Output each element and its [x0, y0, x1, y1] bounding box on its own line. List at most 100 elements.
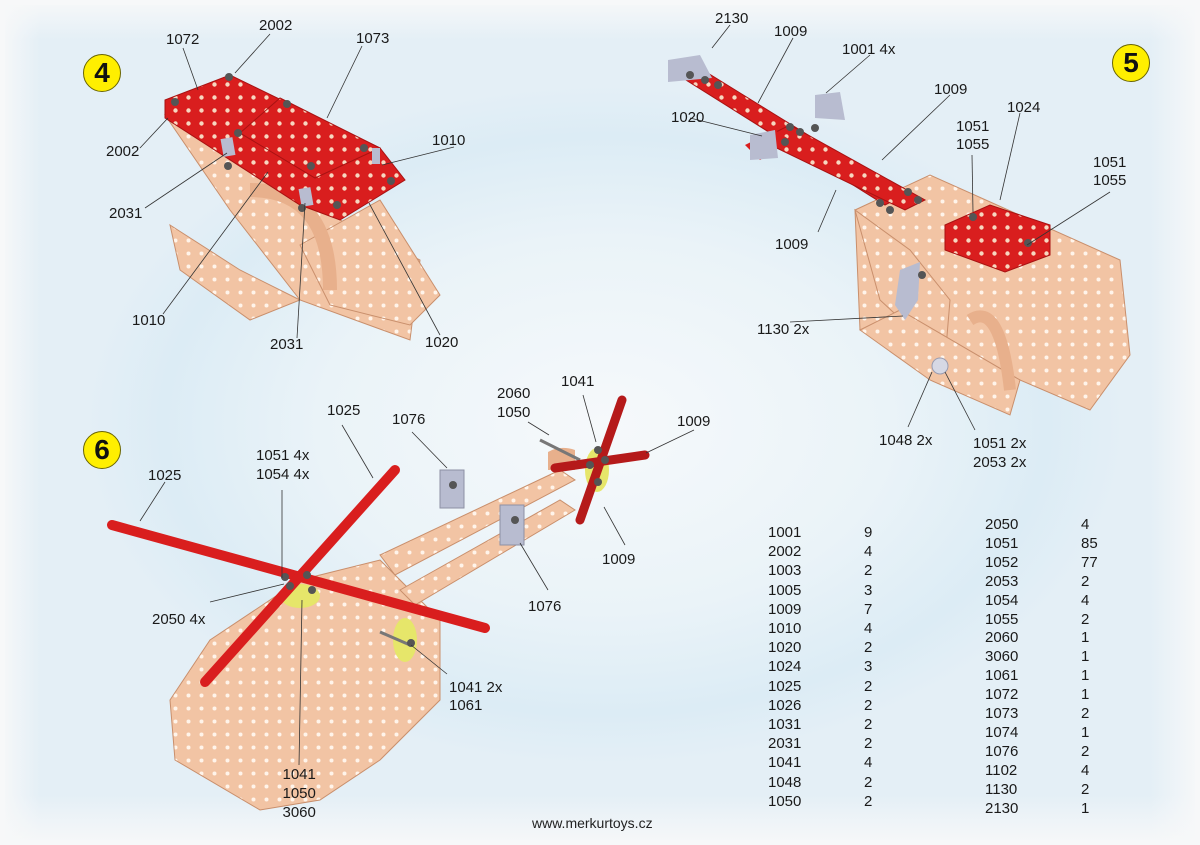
- part-callout: 1130 2x: [757, 321, 810, 338]
- part-callout: 1076: [528, 598, 562, 615]
- part-callout: 1041: [561, 373, 595, 390]
- part-callout: 2050 4x: [152, 611, 206, 628]
- page-edge: [0, 0, 1200, 40]
- part-callout: 2130: [715, 10, 749, 27]
- part-code: 1026: [768, 696, 802, 714]
- part-callout: 1051 4x: [256, 447, 310, 464]
- part-callout: 1041: [282, 766, 316, 783]
- part-quantity: 1: [1081, 667, 1090, 685]
- part-callout: 1020: [671, 109, 705, 126]
- step-4-model: [163, 73, 441, 341]
- part-quantity: 1: [1081, 799, 1090, 817]
- part-quantity: 2: [864, 773, 873, 791]
- part-code: 1074: [985, 723, 1019, 741]
- parts-list-row: 1076 2: [985, 743, 1098, 762]
- part-code: 1051: [985, 534, 1019, 552]
- part-callout: 1061: [449, 697, 483, 714]
- parts-list-row: 2130 1: [985, 800, 1098, 819]
- part-code: 2053: [985, 572, 1019, 590]
- part-code: 2060: [985, 629, 1019, 647]
- part-code: 1003: [768, 562, 802, 580]
- part-quantity: 2: [1081, 780, 1090, 798]
- part-quantity: 2: [864, 735, 873, 753]
- part-code: 1048: [768, 773, 802, 791]
- parts-list-row: 1073 2: [985, 705, 1098, 724]
- parts-list-row: 1041 4: [768, 753, 872, 772]
- step-number-badge: 6: [83, 431, 121, 469]
- parts-list-row: 1052 77: [985, 554, 1098, 573]
- part-code: 2031: [768, 735, 802, 753]
- part-quantity: 1: [1081, 629, 1090, 647]
- part-code: 2130: [985, 799, 1019, 817]
- part-code: 1020: [768, 639, 802, 657]
- part-callout: 2053 2x: [973, 454, 1027, 471]
- parts-list-row: 2031 2: [768, 734, 872, 753]
- part-callout: 2002: [259, 17, 293, 34]
- part-callout: 1076: [392, 411, 426, 428]
- part-code: 1072: [985, 686, 1019, 704]
- part-quantity: 1: [1081, 686, 1090, 704]
- part-callout: 1050: [282, 785, 316, 802]
- part-callout: 2031: [270, 336, 304, 353]
- part-quantity: 4: [864, 543, 873, 561]
- page-edge: [1150, 0, 1200, 845]
- parts-list-row: 2050 4: [985, 516, 1098, 535]
- step-number-badge: 5: [1112, 44, 1150, 82]
- parts-list-row: 2053 2: [985, 573, 1098, 592]
- part-code: 1041: [768, 754, 802, 772]
- part-callout: 1048 2x: [879, 432, 933, 449]
- part-code: 1076: [985, 742, 1019, 760]
- part-code: 1052: [985, 553, 1019, 571]
- part-quantity: 4: [1081, 516, 1090, 533]
- parts-list-row: 1054 4: [985, 592, 1098, 611]
- part-code: 1054: [985, 591, 1019, 609]
- part-quantity: 3: [864, 581, 873, 599]
- part-quantity: 2: [1081, 705, 1090, 723]
- step-5-model: [668, 55, 1131, 416]
- part-quantity: 4: [864, 620, 873, 638]
- part-callout: 1020: [425, 334, 459, 351]
- page-edge: [0, 0, 40, 845]
- part-callout: 1009: [602, 551, 636, 568]
- part-quantity: 1: [1081, 723, 1090, 741]
- part-callout: 1009: [774, 23, 808, 40]
- parts-list-row: 1074 1: [985, 724, 1098, 743]
- callout-leader-lines: [139, 24, 1111, 766]
- part-callout: 1025: [148, 467, 182, 484]
- part-callout: 1009: [677, 413, 711, 430]
- part-quantity: 4: [864, 754, 873, 772]
- part-quantity: 1: [1081, 648, 1090, 666]
- part-quantity: 2: [1081, 572, 1090, 590]
- part-code: 1024: [768, 658, 802, 676]
- part-code: 1073: [985, 705, 1019, 723]
- part-callout: 1054 4x: [256, 466, 310, 483]
- parts-list-row: 1072 1: [985, 686, 1098, 705]
- part-quantity: 77: [1081, 553, 1098, 571]
- part-callout: 1051: [956, 118, 990, 135]
- part-code: 2050: [985, 516, 1019, 533]
- part-code: 1009: [768, 600, 802, 618]
- part-callout: 1010: [132, 312, 166, 329]
- part-quantity: 2: [864, 792, 873, 810]
- part-callout: 1001 4x: [842, 41, 896, 58]
- part-quantity: 2: [1081, 742, 1090, 760]
- part-callout: 1073: [356, 30, 390, 47]
- part-callout: 1051: [1093, 154, 1127, 171]
- parts-list-row: 1024 3: [768, 657, 872, 676]
- part-code: 1001: [768, 524, 802, 541]
- part-quantity: 3: [864, 658, 873, 676]
- part-quantity: 4: [1081, 591, 1090, 609]
- part-code: 1025: [768, 677, 802, 695]
